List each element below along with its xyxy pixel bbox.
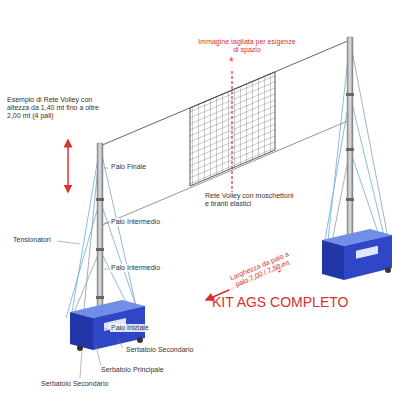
pole-joint xyxy=(96,296,104,299)
pole-joint xyxy=(346,198,354,201)
part-label: Palo Iniziale xyxy=(110,324,150,332)
part-label: Serbatoio Principale xyxy=(100,366,165,374)
part-label: Palo Finale xyxy=(110,163,147,171)
right-base-tanks xyxy=(322,229,392,280)
tensioner-cables xyxy=(66,40,388,330)
net-mesh xyxy=(185,60,280,195)
part-label: Palo Intermedio xyxy=(110,218,161,226)
pole-joint xyxy=(96,248,104,251)
right-pole xyxy=(347,37,353,247)
height-arrow xyxy=(67,140,69,192)
left-pole xyxy=(97,143,103,333)
pole-joint xyxy=(346,148,354,151)
part-label: Larghezza da palo a palo 7,00 / 7,50 mt xyxy=(224,248,298,292)
pole-joint xyxy=(346,93,354,96)
part-label: Palo Intermedio xyxy=(110,264,161,272)
part-label: Serbatoio Secondario xyxy=(40,380,109,388)
cut-line xyxy=(231,66,232,192)
part-label: Esempio di Rete Volley con altezza da 1,… xyxy=(6,96,100,120)
part-label: * xyxy=(228,56,235,70)
part-label: Rete Volley con moschettoni e tiranti el… xyxy=(204,192,298,208)
kit-title: KIT AGS COMPLETO xyxy=(212,294,348,310)
part-label: Tensionatori xyxy=(12,236,52,244)
leader-lines xyxy=(57,168,123,378)
part-label: Immagine tagliata per esigenze di spazio xyxy=(196,38,298,54)
part-label: Serbatoio Secondario xyxy=(125,346,194,354)
pole-joint xyxy=(96,198,104,201)
